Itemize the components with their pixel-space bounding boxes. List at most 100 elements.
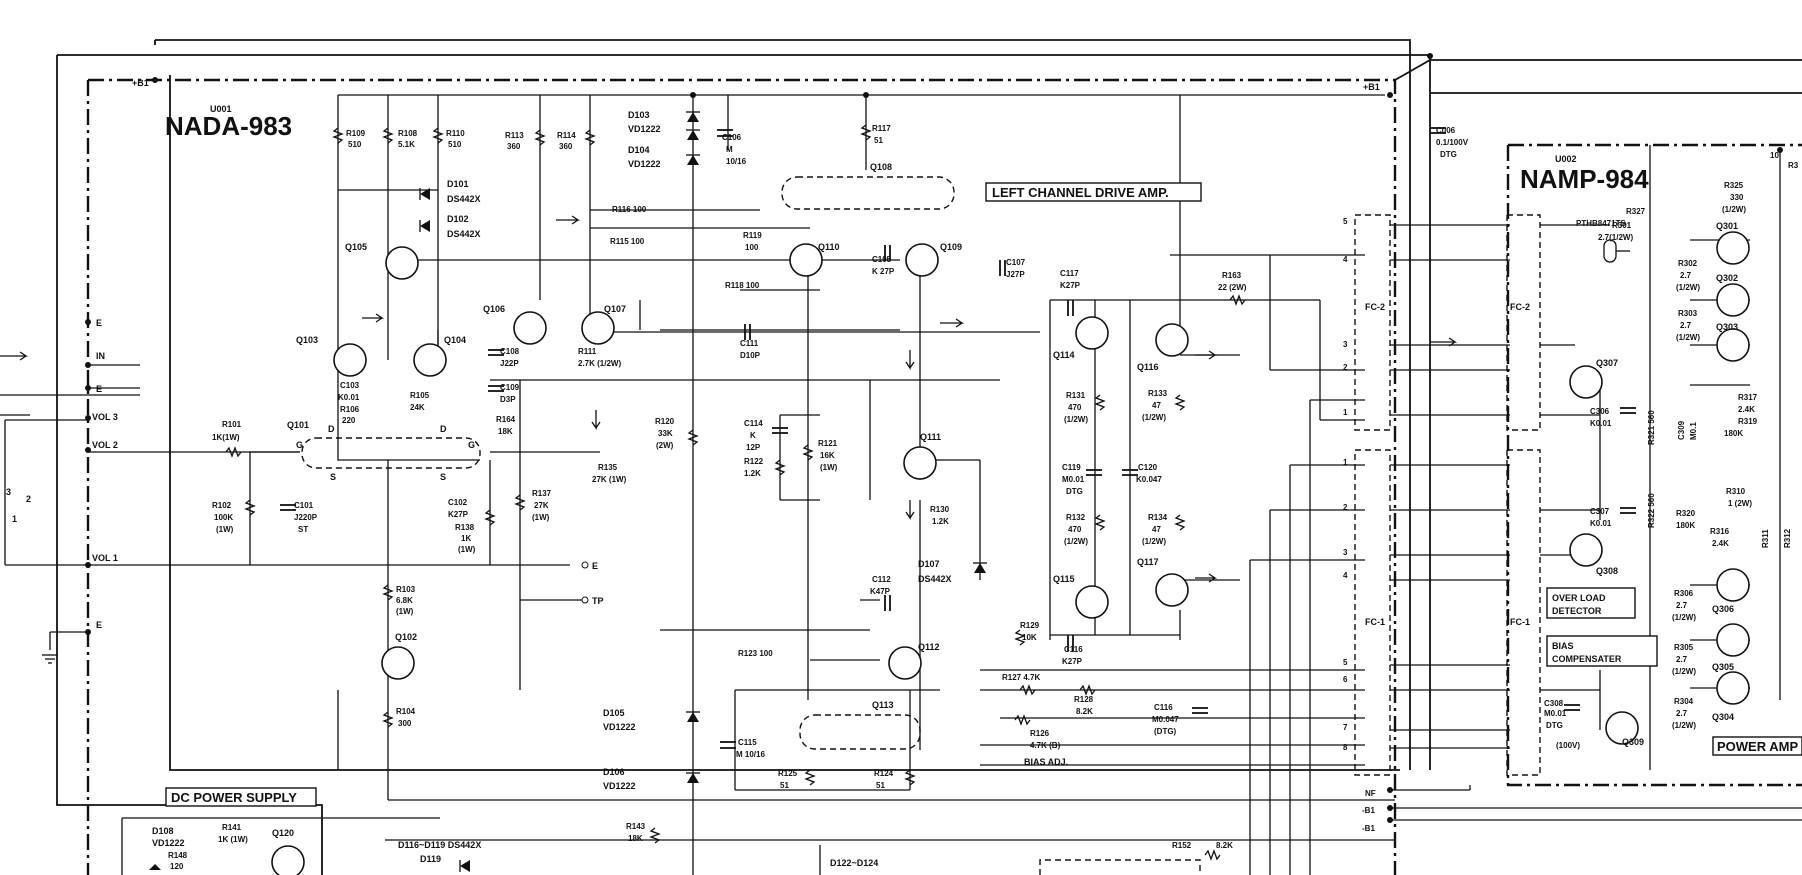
- label-r137: R137: [532, 489, 552, 498]
- label-r117: R117: [872, 124, 891, 133]
- label-q305: Q305: [1712, 662, 1734, 672]
- label-r118: R118 100: [725, 281, 760, 290]
- value-c109: D3P: [500, 395, 516, 404]
- rating-c114: 12P: [746, 443, 761, 452]
- label-r109: R109: [346, 129, 366, 138]
- fc2-pin-2: 2: [1343, 363, 1348, 372]
- input-vol1: VOL 1: [92, 553, 118, 563]
- fc1-pin-5: 5: [1343, 658, 1348, 667]
- label-q309: Q309: [1622, 737, 1644, 747]
- label-d122: D122~D124: [830, 858, 878, 868]
- label-c102: C102: [448, 498, 468, 507]
- label-r106: R106: [340, 405, 360, 414]
- label-c308: C308: [1544, 699, 1564, 708]
- diode-symbols: [149, 111, 987, 872]
- label-q116: Q116: [1137, 362, 1159, 372]
- value-d104: VD1222: [628, 159, 661, 169]
- value-r302: 2.7: [1680, 271, 1692, 280]
- section-dc-supply: DC POWER SUPPLY: [165, 787, 317, 807]
- value-c115: M 10/16: [736, 750, 765, 759]
- transistor-labels: Q101 Q102 Q103 Q104 Q105 Q106 Q107 Q108 …: [272, 162, 1738, 838]
- fc2-pin-4: 4: [1343, 255, 1348, 264]
- rail-nf: NF: [1365, 789, 1376, 798]
- value-r111: 2.7K (1/2W): [578, 359, 621, 368]
- label-r110: R110: [446, 129, 465, 138]
- label-c120: C120: [1138, 463, 1158, 472]
- label-d102: D102: [447, 214, 469, 224]
- label-r102: R102: [212, 501, 232, 510]
- value-r325: 330: [1730, 193, 1744, 202]
- fet-d-2: D: [440, 424, 447, 434]
- value-r137: 27K: [534, 501, 549, 510]
- value-c102: K27P: [448, 510, 469, 519]
- label-c119: C119: [1062, 463, 1081, 472]
- label-r325: R325: [1724, 181, 1744, 190]
- rating-c116: (DTG): [1154, 727, 1177, 736]
- label-q115: Q115: [1053, 574, 1075, 584]
- value-r121: 16K: [820, 451, 835, 460]
- label-r148: R148: [168, 851, 188, 860]
- section-bias-comp-line1: BIAS: [1552, 641, 1574, 651]
- label-c115: C115: [738, 738, 757, 747]
- label-c111: C111: [740, 339, 759, 348]
- section-power-amp: POWER AMP: [1712, 736, 1802, 756]
- value-r125: 51: [780, 781, 789, 790]
- fc1-pin-3: 3: [1343, 548, 1348, 557]
- label-q302: Q302: [1716, 273, 1738, 283]
- section-bias-comp-line2: COMPENSATER: [1552, 654, 1622, 664]
- label-r131: R131: [1066, 391, 1086, 400]
- fc1-pin-2: 2: [1343, 503, 1348, 512]
- label-r305: R305: [1674, 643, 1694, 652]
- value-r128: 8.2K: [1076, 707, 1093, 716]
- connector-fc1-right: FC-1: [1510, 617, 1530, 627]
- input-vol2: VOL 2: [92, 440, 118, 450]
- section-overload-line2: DETECTOR: [1552, 606, 1602, 616]
- value-c309: M0.1: [1689, 422, 1698, 440]
- label-r319: R319: [1738, 417, 1758, 426]
- bias-adj-label: BIAS ADJ.: [1024, 757, 1068, 767]
- rating-r103: (1W): [396, 607, 414, 616]
- value-r303: 2.7: [1680, 321, 1692, 330]
- value-r106: 220: [342, 416, 356, 425]
- label-q107: Q107: [604, 304, 626, 314]
- rating-c106: 10/16: [726, 157, 747, 166]
- input-in: IN: [96, 351, 105, 361]
- label-r125: R125: [778, 769, 798, 778]
- label-r138: R138: [455, 523, 475, 532]
- section-dc-supply-label: DC POWER SUPPLY: [171, 790, 297, 805]
- fc1-pin-6: 6: [1343, 675, 1348, 684]
- label-r101: R101: [222, 420, 242, 429]
- label-c117: C117: [1060, 269, 1079, 278]
- capacitor-labels: C006 0.1/100V DTG C101 J220P ST C102 K27…: [294, 126, 1698, 759]
- label-q306: Q306: [1712, 604, 1734, 614]
- label-r163: R163: [1222, 271, 1242, 280]
- label-r301: R301: [1612, 221, 1632, 230]
- label-q117: Q117: [1137, 557, 1159, 567]
- pot-pin-3: 3: [6, 487, 11, 497]
- rating-r120: (2W): [656, 441, 674, 450]
- value-r126: 4.7K (B): [1030, 741, 1061, 750]
- value-r152: 8.2K: [1216, 841, 1233, 850]
- label-c309: C309: [1677, 420, 1686, 440]
- resistor-symbols: [225, 124, 1246, 861]
- value-r317: 2.4K: [1738, 405, 1755, 414]
- label-q108: Q108: [870, 162, 892, 172]
- module-ref-u001: U001: [210, 104, 232, 114]
- fc2-pin-3: 3: [1343, 340, 1348, 349]
- label-r105: R105: [410, 391, 430, 400]
- input-e-3: E: [96, 620, 102, 630]
- label-q113: Q113: [872, 700, 894, 710]
- label-r114: R114: [557, 131, 576, 140]
- input-e-2: E: [96, 384, 102, 394]
- label-d107: D107: [918, 559, 940, 569]
- rating-c101: ST: [298, 525, 308, 534]
- value-c119: M0.01: [1062, 475, 1085, 484]
- value-d108: VD1222: [152, 838, 185, 848]
- label-r128: R128: [1074, 695, 1094, 704]
- label-r152: R152: [1172, 841, 1192, 850]
- fc2-pin-5: 5: [1343, 217, 1348, 226]
- fc1-pin-8: 8: [1343, 743, 1348, 752]
- fc1-pin-4: 4: [1343, 571, 1348, 580]
- section-drive-amp-label: LEFT CHANNEL DRIVE AMP.: [992, 185, 1169, 200]
- rating-r305: (1/2W): [1672, 667, 1696, 676]
